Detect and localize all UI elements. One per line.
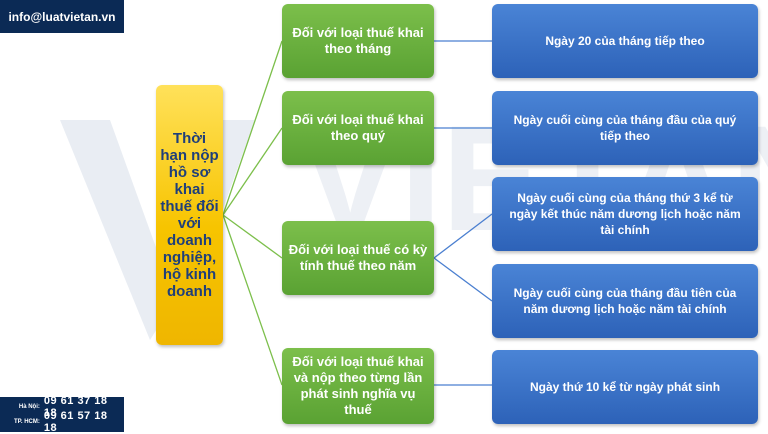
category-quarterly: Đối với loại thuế khai theo quý [282, 91, 434, 165]
hotline-city-label: Hà Nội: [18, 404, 40, 410]
connector-cat3-d4 [433, 257, 493, 302]
connector-root-cat3 [222, 214, 283, 259]
hotline-city-label: TP. HCM: [13, 419, 40, 425]
category-monthly: Đối với loại thuế khai theo tháng [282, 4, 434, 78]
root-node: Thời hạn nộp hồ sơ khai thuế đối với doa… [156, 85, 223, 345]
site-email-banner[interactable]: info@luatvietan.vn [0, 0, 124, 33]
connector-root-cat2 [222, 127, 283, 216]
hotline-row-hanoi: Hà Nội: 09 61 37 18 18 [0, 395, 124, 419]
hotline-panel: Hà Nội: 09 61 37 18 18 TP. HCM: 09 61 57… [0, 395, 124, 434]
connector-root-cat1 [222, 40, 283, 216]
connector-cat3-d3 [433, 213, 493, 259]
hotline-row-hcm: TP. HCM: 09 61 57 18 18 [0, 410, 124, 434]
category-per-occurrence: Đối với loại thuế khai và nộp theo từng … [282, 348, 434, 424]
hotline-number[interactable]: 09 61 37 18 18 [43, 395, 108, 419]
category-yearly: Đối với loại thuế có kỳ tính thuế theo n… [282, 221, 434, 295]
deadline-monthly: Ngày 20 của tháng tiếp theo [492, 4, 758, 78]
hotline-number[interactable]: 09 61 57 18 18 [43, 410, 108, 434]
deadline-yearly-first-month: Ngày cuối cùng của tháng đầu tiên của nă… [492, 264, 758, 338]
connector-root-cat4 [222, 214, 283, 386]
deadline-quarterly: Ngày cuối cùng của tháng đầu của quý tiế… [492, 91, 758, 165]
deadline-yearly-fiscal-end: Ngày cuối cùng của tháng thứ 3 kể từ ngà… [492, 177, 758, 251]
deadline-per-occurrence: Ngày thứ 10 kể từ ngày phát sinh [492, 350, 758, 424]
